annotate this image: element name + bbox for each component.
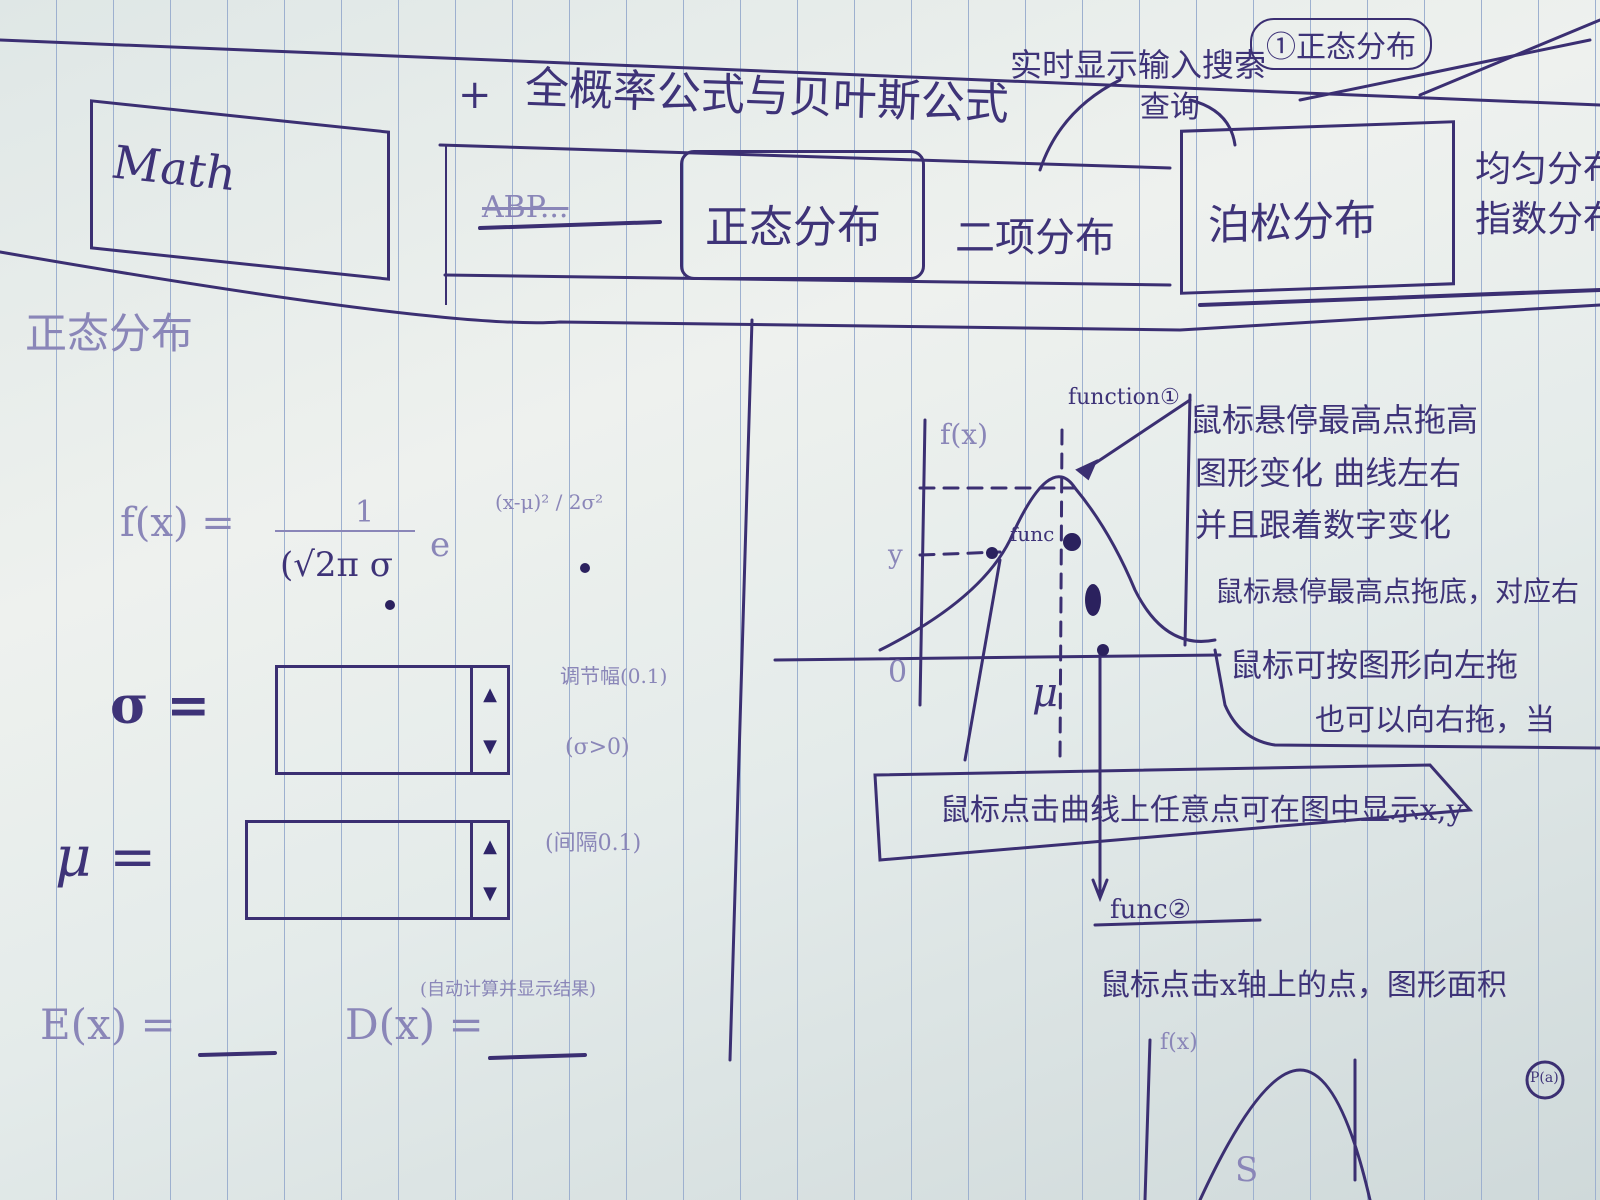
panel-heading: 正态分布 <box>25 309 194 358</box>
sigma-label: σ = <box>110 675 211 736</box>
formula-numerator: 1 <box>355 495 375 530</box>
tab-abp[interactable]: ABP... <box>445 145 670 305</box>
formula-fraction-bar <box>275 530 415 532</box>
formula-e: e <box>430 525 451 565</box>
tab-normal-label: 正态分布 <box>705 202 881 253</box>
sigma-down-icon[interactable]: ▼ <box>483 735 497 757</box>
sigma-input[interactable]: ▲ ▼ <box>275 665 510 775</box>
mu-hint: (间隔0.1) <box>545 831 642 856</box>
sigma-up-icon[interactable]: ▲ <box>483 683 497 705</box>
note1-line4: 鼠标悬停最高点拖底，对应右 <box>1215 575 1580 608</box>
graph-bottom-bar-text: 鼠标点击曲线上任意点可在图中显示x,y <box>940 793 1464 828</box>
mu-up-icon[interactable]: ▲ <box>483 836 497 857</box>
note2-line1: 鼠标可按图形向左拖 <box>1230 646 1519 684</box>
function1-label: function① <box>1068 385 1180 410</box>
tab-exponential[interactable]: 指数分布 <box>1475 199 1600 240</box>
sigma-stepper[interactable]: ▲ ▼ <box>470 668 507 772</box>
note1-line3: 并且跟着数字变化 <box>1195 506 1452 544</box>
formula-fx-label: f(x) = <box>120 500 235 546</box>
tab-normal-distribution[interactable]: 正态分布 <box>680 150 925 280</box>
tab-uniform[interactable]: 均匀分布 <box>1475 149 1600 190</box>
mu-input[interactable]: ▲ ▼ <box>245 820 510 920</box>
expectation-label: E(x) = <box>40 1000 176 1049</box>
graph-y-tick: y <box>888 540 903 570</box>
circle-mark-label: P(a) <box>1530 1070 1559 1086</box>
graph-y-axis-label: f(x) <box>940 418 989 451</box>
variance-hint: (自动计算并显示结果) <box>420 979 597 1000</box>
function-mid-label: func <box>1010 522 1055 546</box>
circled-normal-label: ①正态分布 <box>1250 18 1432 70</box>
function2-label: func② <box>1110 895 1191 925</box>
mu-stepper[interactable]: ▲ ▼ <box>470 823 507 917</box>
bottom-graph-fx: f(x) <box>1160 1030 1198 1055</box>
variance-label: D(x) = <box>345 1000 484 1049</box>
bottom-graph-area-s: S <box>1235 1150 1259 1190</box>
plus-mark: + <box>458 72 492 118</box>
formula-exponent: (x-μ)² / 2σ² <box>495 490 604 514</box>
tab-math-label: Math <box>113 134 236 202</box>
sigma-hint-step: 调节幅(0.1) <box>560 664 668 688</box>
mu-label: μ = <box>55 825 157 890</box>
mu-down-icon[interactable]: ▼ <box>483 883 497 904</box>
graph-mu-marker: μ <box>1032 670 1058 716</box>
note1-line2: 图形变化 曲线左右 <box>1195 454 1462 492</box>
tab-math[interactable]: Math <box>90 99 390 281</box>
note2-line2: 也可以向右拖，当 <box>1315 703 1555 738</box>
tab-binomial[interactable]: 二项分布 <box>955 215 1115 261</box>
tab-poisson[interactable]: 泊松分布 <box>1180 120 1455 295</box>
tab-abp-label: ABP... <box>482 190 569 225</box>
graph-origin: 0 <box>888 655 908 690</box>
query-note: 查询 <box>1140 90 1200 125</box>
function2-note: 鼠标点击x轴上的点，图形面积 <box>1100 968 1507 1003</box>
formula-denominator: (√2π σ <box>280 545 393 585</box>
sigma-hint-positive: (σ>0) <box>565 735 630 760</box>
tab-poisson-label: 泊松分布 <box>1208 194 1377 250</box>
note1-line1: 鼠标悬停最高点拖高 <box>1190 401 1479 439</box>
search-note: 实时显示输入搜索 <box>1010 46 1267 84</box>
